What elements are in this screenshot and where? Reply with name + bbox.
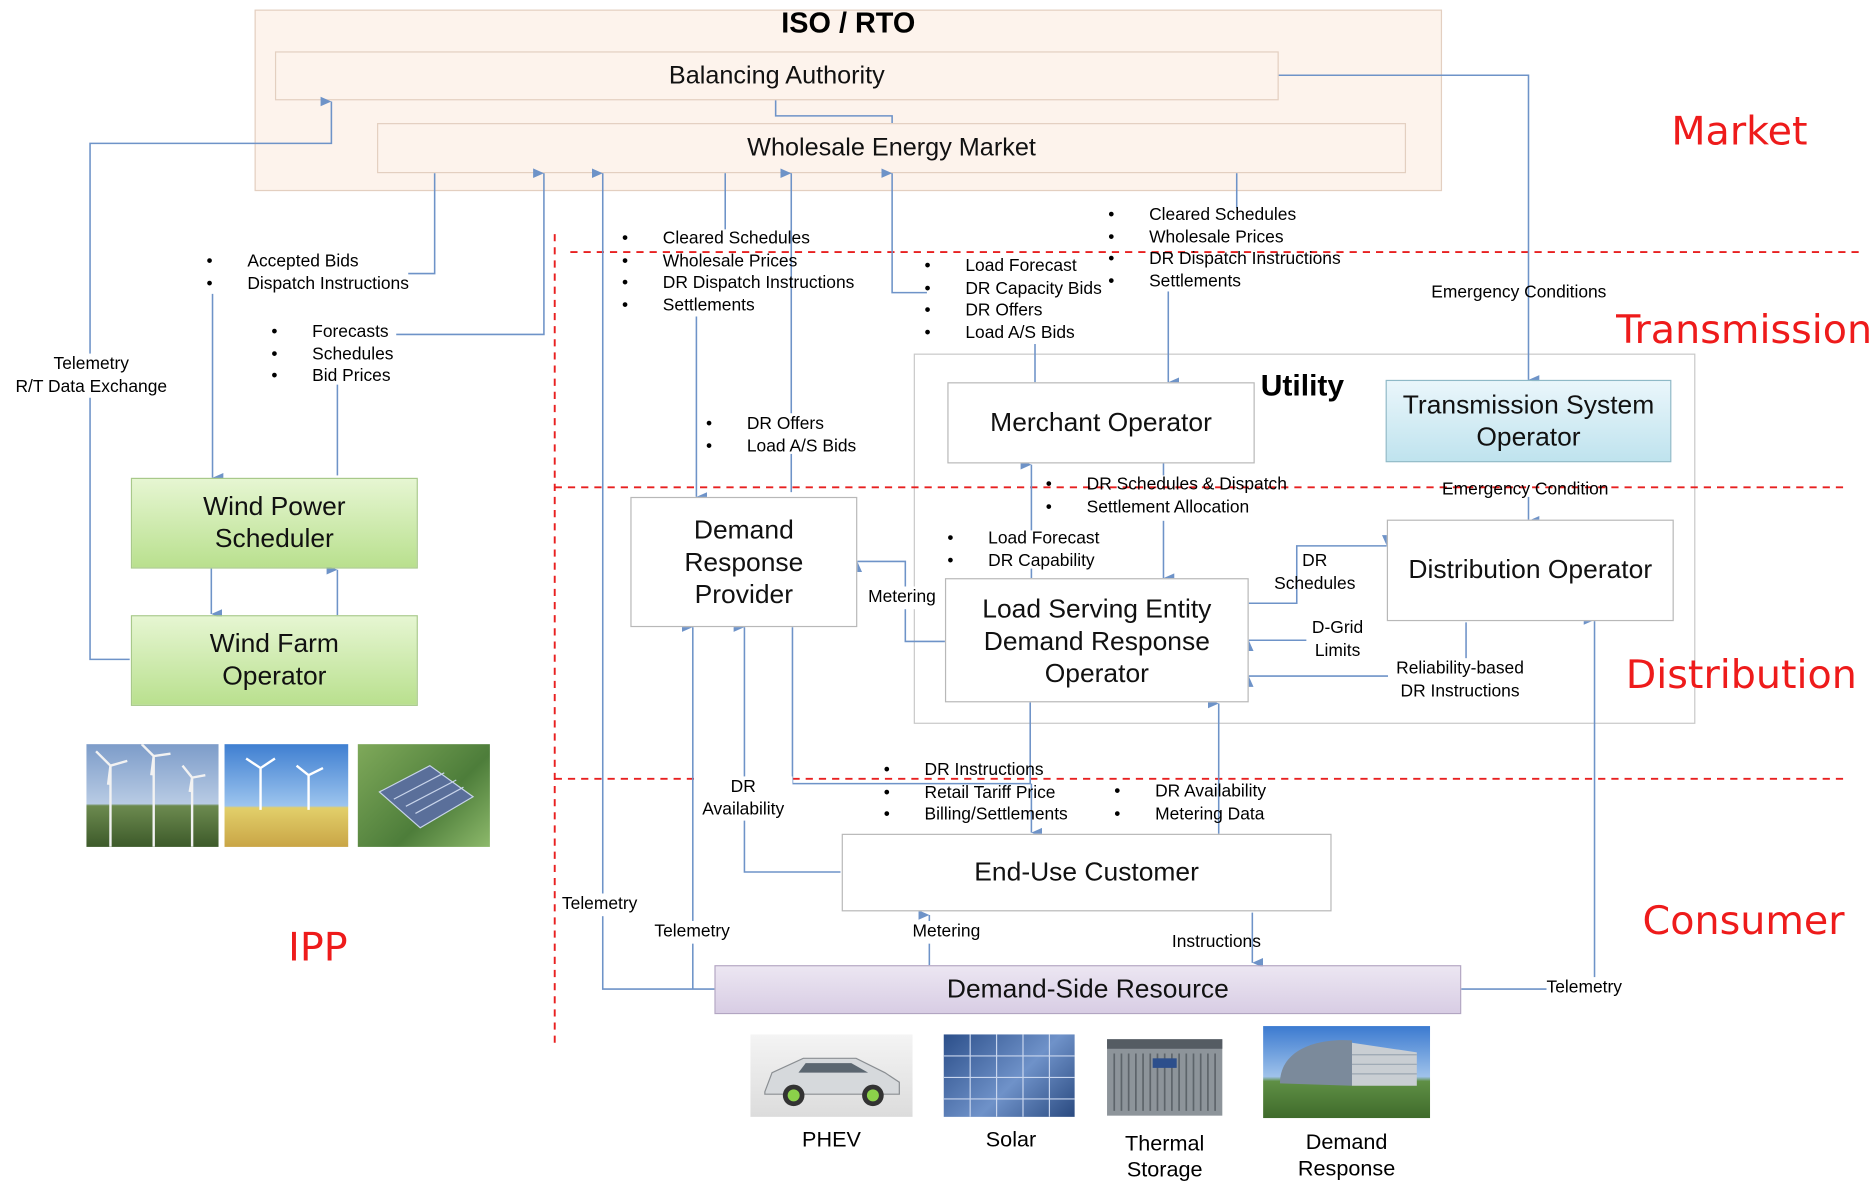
reliability-instructions-label: Reliability-based DR Instructions bbox=[1388, 658, 1533, 703]
list-item: Load A/S Bids bbox=[925, 322, 1102, 344]
iso-rto-title: ISO / RTO bbox=[781, 7, 916, 40]
zone-label-transmission: Transmission bbox=[1616, 305, 1873, 353]
list-item: Bid Prices bbox=[271, 366, 393, 388]
list-item: Load A/S Bids bbox=[706, 435, 856, 457]
merchant-operator-box[interactable]: Merchant Operator bbox=[947, 382, 1255, 464]
forecasts-list: Forecasts Schedules Bid Prices bbox=[271, 321, 393, 387]
emergency-conditions-label: Emergency Conditions bbox=[1431, 283, 1607, 303]
list-item: DR Schedules & Dispatch bbox=[1046, 474, 1287, 496]
zone-label-ipp: IPP bbox=[288, 923, 348, 970]
telemetry-text: Telemetry bbox=[53, 354, 129, 374]
list-item: DR Dispatch Instructions bbox=[1108, 248, 1340, 270]
metering-label: Metering bbox=[912, 920, 981, 944]
dr-schedules-dispatch-list: DR Schedules & Dispatch Settlement Alloc… bbox=[1046, 474, 1287, 518]
turbine-icon bbox=[95, 744, 206, 847]
balancing-authority-box[interactable]: Balancing Authority bbox=[274, 51, 1279, 101]
dr-availability-label: DR Availability bbox=[694, 776, 793, 821]
customer-to-lse-list: DR Availability Metering Data bbox=[1114, 781, 1266, 825]
rt-data-exchange-text: R/T Data Exchange bbox=[15, 376, 168, 396]
list-item: Billing/Settlements bbox=[884, 804, 1068, 826]
load-forecast-list: Load Forecast DR Capability bbox=[947, 528, 1099, 572]
list-item: Accepted Bids bbox=[207, 251, 409, 273]
solar-panel-photo bbox=[943, 1034, 1075, 1117]
list-item: DR Offers bbox=[925, 300, 1102, 322]
list-item: DR Dispatch Instructions bbox=[622, 272, 854, 294]
wind-power-scheduler-box[interactable]: Wind Power Scheduler bbox=[130, 477, 418, 569]
phev-photo bbox=[750, 1034, 913, 1117]
building-photo bbox=[1263, 1026, 1431, 1119]
list-item: Forecasts bbox=[271, 321, 393, 343]
dgrid-limits-label: D-Grid Limits bbox=[1306, 617, 1369, 662]
drp-market-inputs-list: Cleared Schedules Wholesale Prices DR Di… bbox=[622, 228, 854, 316]
merchant-market-bids-list: Load Forecast DR Capacity Bids DR Offers… bbox=[925, 256, 1102, 344]
instructions-label: Instructions bbox=[1171, 932, 1261, 953]
solar-array-icon bbox=[378, 764, 475, 829]
list-item: Settlements bbox=[1108, 271, 1340, 293]
zone-label-consumer: Consumer bbox=[1642, 897, 1845, 944]
list-item: Load Forecast bbox=[925, 256, 1102, 278]
emergency-condition-label: Emergency Condition bbox=[1442, 480, 1609, 500]
telemetry-label-left: Telemetry bbox=[561, 893, 638, 916]
list-item: Metering Data bbox=[1114, 803, 1266, 825]
building-icon bbox=[1279, 1040, 1417, 1086]
list-item: Wholesale Prices bbox=[1108, 226, 1340, 248]
list-item: DR Capability bbox=[947, 550, 1099, 572]
wind-field-photo bbox=[224, 744, 349, 847]
wind-farm-operator-box[interactable]: Wind Farm Operator bbox=[130, 615, 418, 706]
telemetry-label-right: Telemetry bbox=[1546, 977, 1622, 1000]
merchant-market-inputs-list: Cleared Schedules Wholesale Prices DR Di… bbox=[1108, 204, 1340, 292]
list-item: Dispatch Instructions bbox=[207, 273, 409, 295]
transmission-system-operator-box[interactable]: Transmission System Operator bbox=[1385, 379, 1672, 463]
resource-label-phev: PHEV bbox=[802, 1127, 861, 1152]
dr-schedules-label: DR Schedules bbox=[1274, 551, 1356, 594]
lse-dr-operator-box[interactable]: Load Serving Entity Demand Response Oper… bbox=[944, 578, 1249, 703]
wind-turbines-photo bbox=[86, 744, 219, 847]
demand-side-resource-box[interactable]: Demand-Side Resource bbox=[714, 965, 1462, 1015]
resource-label-thermal-storage: Thermal Storage bbox=[1125, 1131, 1205, 1182]
solar-panel-icon bbox=[943, 1034, 1075, 1117]
list-item: Cleared Schedules bbox=[622, 228, 854, 250]
end-use-customer-box[interactable]: End-Use Customer bbox=[841, 833, 1332, 912]
list-item: DR Availability bbox=[1114, 781, 1266, 803]
list-item: Settlements bbox=[622, 294, 854, 316]
zone-label-market: Market bbox=[1671, 107, 1808, 155]
telemetry-label-drp: Telemetry bbox=[654, 920, 730, 944]
list-item: Wholesale Prices bbox=[622, 250, 854, 272]
hvac-unit-photo bbox=[1097, 1032, 1232, 1120]
list-item: DR Offers bbox=[706, 413, 856, 435]
zone-label-distribution: Distribution bbox=[1625, 651, 1857, 698]
drp-offers-list: DR Offers Load A/S Bids bbox=[706, 413, 856, 457]
resource-label-solar: Solar bbox=[985, 1127, 1037, 1152]
distribution-operator-box[interactable]: Distribution Operator bbox=[1386, 519, 1674, 622]
accepted-bids-list: Accepted Bids Dispatch Instructions bbox=[207, 251, 409, 295]
list-item: Load Forecast bbox=[947, 528, 1099, 550]
list-item: Cleared Schedules bbox=[1108, 204, 1340, 226]
solar-farm-photo bbox=[357, 744, 490, 847]
list-item: Settlement Allocation bbox=[1046, 496, 1287, 518]
car-icon bbox=[764, 1057, 900, 1107]
lse-to-customer-list: DR Instructions Retail Tariff Price Bill… bbox=[884, 760, 1068, 826]
list-item: DR Instructions bbox=[884, 760, 1068, 782]
wholesale-energy-market-box[interactable]: Wholesale Energy Market bbox=[377, 123, 1407, 174]
hvac-icon bbox=[1107, 1039, 1223, 1116]
list-item: Schedules bbox=[271, 343, 393, 365]
demand-response-provider-box[interactable]: Demand Response Provider bbox=[630, 496, 858, 628]
drp-metering-label: Metering bbox=[868, 586, 936, 609]
list-item: Retail Tariff Price bbox=[884, 782, 1068, 804]
utility-region bbox=[913, 353, 1696, 724]
ipp-telemetry-label: Telemetry R/T Data Exchange bbox=[0, 353, 183, 398]
utility-title: Utility bbox=[1260, 369, 1345, 403]
list-item: DR Capacity Bids bbox=[925, 278, 1102, 300]
resource-label-demand-response: Demand Response bbox=[1297, 1129, 1396, 1181]
turbine-icon bbox=[245, 757, 324, 810]
